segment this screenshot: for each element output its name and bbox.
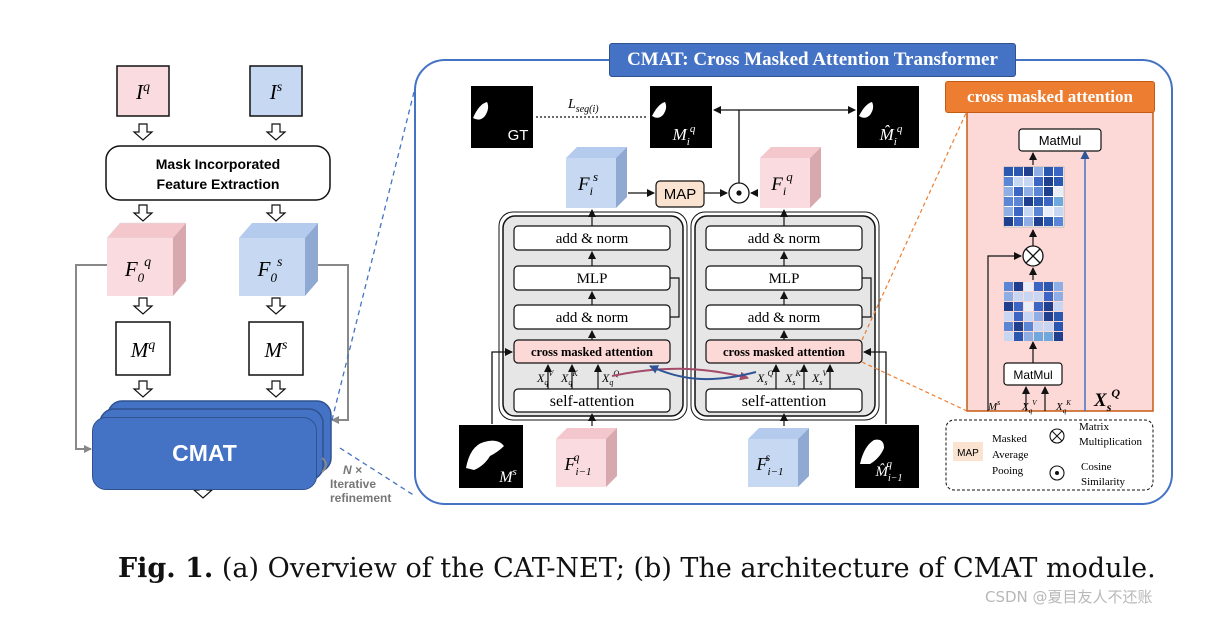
watermark: CSDN @夏目友人不还账 [985, 588, 1153, 606]
cmat-block: CMAT [92, 417, 317, 490]
figure-caption: Fig. 1. (a) Overview of the CAT-NET; (b)… [118, 553, 1156, 584]
mask-support-box [248, 321, 304, 376]
feature-to-cmat-right [318, 264, 349, 424]
input-support-box [249, 65, 303, 117]
feature-support-cube: F0s [239, 223, 318, 296]
feature-query-cube: F0q [106, 222, 187, 296]
caption-fig-label: Fig. 1. [118, 553, 214, 584]
mask-query-box [115, 321, 171, 376]
feature-extraction-line2: Feature Extraction [157, 176, 280, 192]
feature-extraction-line1: Mask Incorporated [156, 156, 280, 172]
feature-to-cmat-left [75, 264, 107, 453]
input-query-box [116, 65, 170, 117]
feature-extraction-box [105, 145, 331, 201]
hollow-arrows [132, 123, 287, 499]
cmat-module-title: CMAT: Cross Masked Attention Transformer [609, 43, 1016, 77]
caption-text: (a) Overview of the CAT-NET; (b) The arc… [221, 553, 1156, 584]
attention-detail-title: cross masked attention [945, 81, 1155, 113]
